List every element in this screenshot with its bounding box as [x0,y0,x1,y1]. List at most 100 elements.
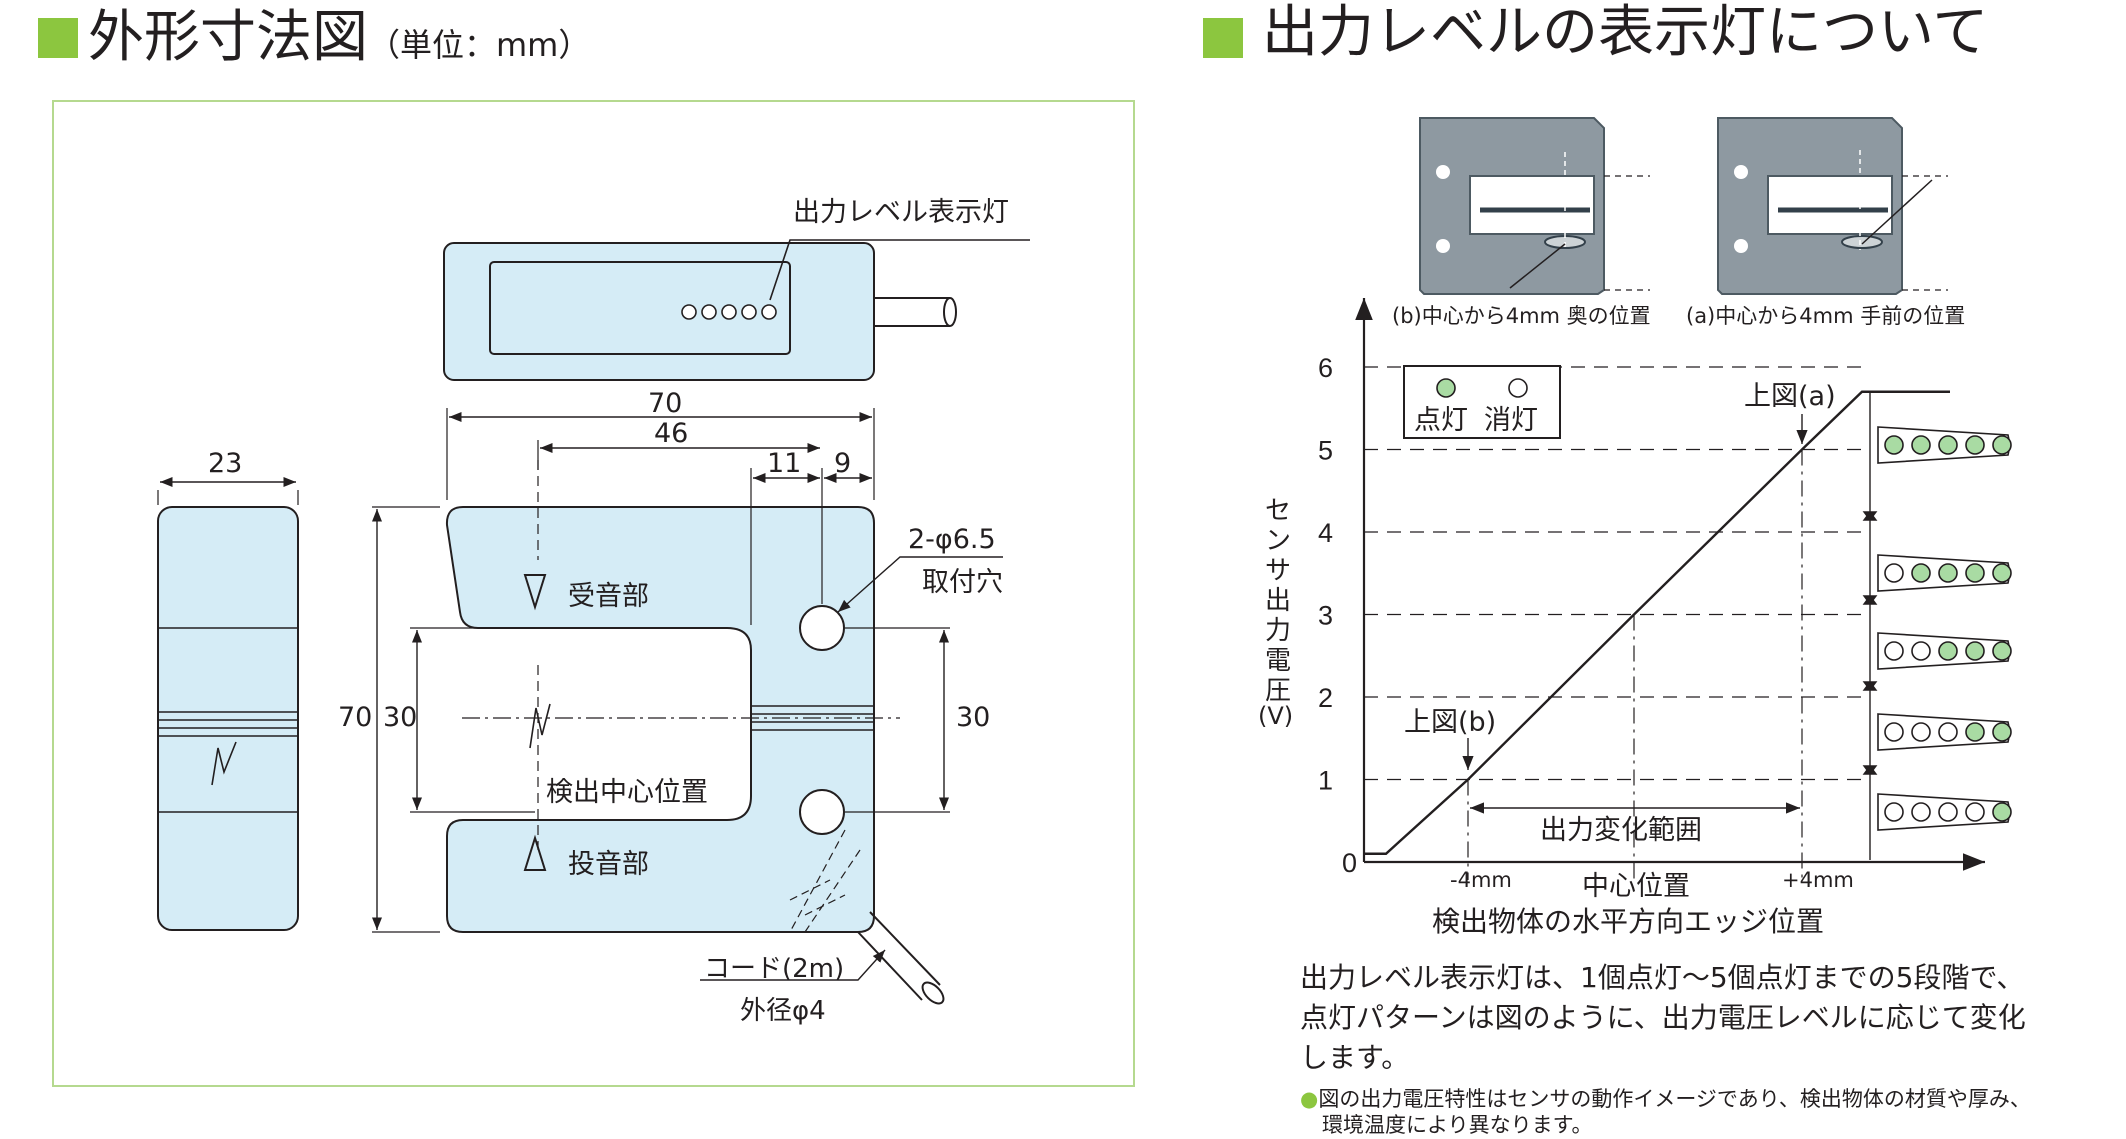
led-unlit [1911,641,1931,661]
led-pattern-row [1877,713,2012,751]
sensor-side-view [157,506,299,931]
led-lit [1965,722,1985,742]
label-detection-center: 検出中心位置 [546,777,708,808]
legend-on-label: 点灯 [1414,405,1468,436]
indicator-window [489,261,791,355]
label-cord: コード(2m) [704,954,845,984]
y-tick-label: 6 [1318,353,1333,383]
led-unlit [1884,641,1904,661]
led-unlit [1884,722,1904,742]
led-unlit [1911,802,1931,822]
series-line [1364,390,1950,855]
mounting-hole-upper [799,605,845,651]
led-pattern-row [1877,793,2012,831]
caption-photo-a: (a)中心から4mm 手前の位置 [1686,304,1966,328]
y-axis-label-char: 圧 [1264,676,1291,706]
dim-height-70: 70 [338,702,373,733]
y-axis-label-char: ン [1264,526,1291,556]
led-lit [1965,435,1985,455]
x-tick-minus: -4mm [1450,868,1512,892]
led-unlit [1884,563,1904,583]
label-cord-diameter: 外径φ4 [740,996,826,1026]
label-figure-a: 上図(a) [1744,381,1836,412]
y-tick-label: 2 [1318,683,1333,713]
y-tick-label: 4 [1318,518,1333,548]
dim-side-width: 23 [208,448,243,479]
led-pattern-row [1877,426,2012,464]
x-tick-center: 中心位置 [1582,871,1690,902]
note-line-1: ●図の出力電圧特性はセンサの動作イメージであり、検出物体の材質や厚み、 [1300,1086,2031,1113]
band-arrow [1862,681,1878,692]
led-unlit [1911,722,1931,742]
page-title-dimensions: 外形寸法図（単位：mm） [88,8,590,75]
led-lit [1938,641,1958,661]
description-line-3: します。 [1300,1041,1410,1074]
y-axis-label-char: セ [1264,496,1291,526]
led-unlit [1938,802,1958,822]
caption-photo-b: (b)中心から4mm 奥の位置 [1392,304,1651,328]
heading-unit: （単位：mm） [368,26,591,64]
dim-height-30-right: 30 [956,702,991,733]
indicator-leds [681,304,777,320]
y-axis-label: センサ出力電圧 [1262,496,1294,706]
led-lit [1911,563,1931,583]
dim-width-46: 46 [654,418,689,449]
led-lit [1965,641,1985,661]
label-hole-spec: 2-φ6.5 [908,524,996,555]
y-tick-label: 0 [1342,848,1357,878]
label-hole-name: 取付穴 [922,567,1003,598]
y-axis-unit: (V) [1258,702,1294,730]
band-arrow [1862,595,1878,606]
label-receiver: 受音部 [568,581,649,612]
y-tick-label: 3 [1318,601,1333,631]
band-arrow [1862,511,1878,522]
sensor-photo-a [1717,117,1948,295]
led-pattern-row [1877,632,2012,670]
heading-marker-right [1203,18,1243,58]
note-line-2: 環境温度により異なります。 [1322,1113,1593,1137]
mounting-hole-lower [799,789,845,835]
label-output-range: 出力変化範囲 [1540,815,1702,846]
led-unlit [1938,722,1958,742]
description-line-1: 出力レベル表示灯は、1個点灯〜5個点灯までの5段階で、 [1300,961,2025,994]
led-lit [1938,563,1958,583]
label-figure-b: 上図(b) [1404,707,1497,738]
led-lit [1965,563,1985,583]
dim-total-width: 70 [648,388,683,419]
led-lit [1992,641,2012,661]
y-axis-label-char: 出 [1264,586,1291,616]
x-axis-label: 検出物体の水平方向エッジ位置 [1432,905,1825,938]
y-tick-label: 1 [1318,766,1333,796]
led-lit [1911,435,1931,455]
led-unlit [1965,802,1985,822]
heading-dimensions: 外形寸法図 [88,5,368,70]
dimension-drawing-panel [52,100,1135,1087]
note-bullet: ● [1300,1087,1319,1111]
description-line-2: 点灯パターンは図のように、出力電圧レベルに応じて変化 [1300,1001,2026,1034]
top-cord [874,297,950,327]
dim-11: 11 [767,448,802,479]
x-tick-plus: +4mm [1782,868,1854,892]
led-lit [1992,802,2012,822]
note-text-1: 図の出力電圧特性はセンサの動作イメージであり、検出物体の材質や厚み、 [1318,1087,2031,1111]
led-lit [1938,435,1958,455]
label-output-level-indicator: 出力レベル表示灯 [793,197,1009,228]
led-lit [1992,563,2012,583]
led-pattern-row [1877,554,2012,592]
sensor-front-view [445,506,875,933]
sensor-photo-b [1419,117,1650,295]
dim-9: 9 [834,448,852,479]
led-lit [1992,722,2012,742]
band-arrow [1862,765,1878,776]
y-axis-label-char: 力 [1264,616,1291,646]
y-axis-label-char: サ [1264,556,1291,586]
heading-indicator: 出力レベルの表示灯について [1262,0,1989,65]
label-transmitter: 投音部 [568,849,649,880]
dim-height-30-left: 30 [383,702,418,733]
led-lit [1992,435,2012,455]
led-lit [1884,435,1904,455]
heading-marker-left [38,18,78,58]
legend-led-off [1508,378,1528,398]
